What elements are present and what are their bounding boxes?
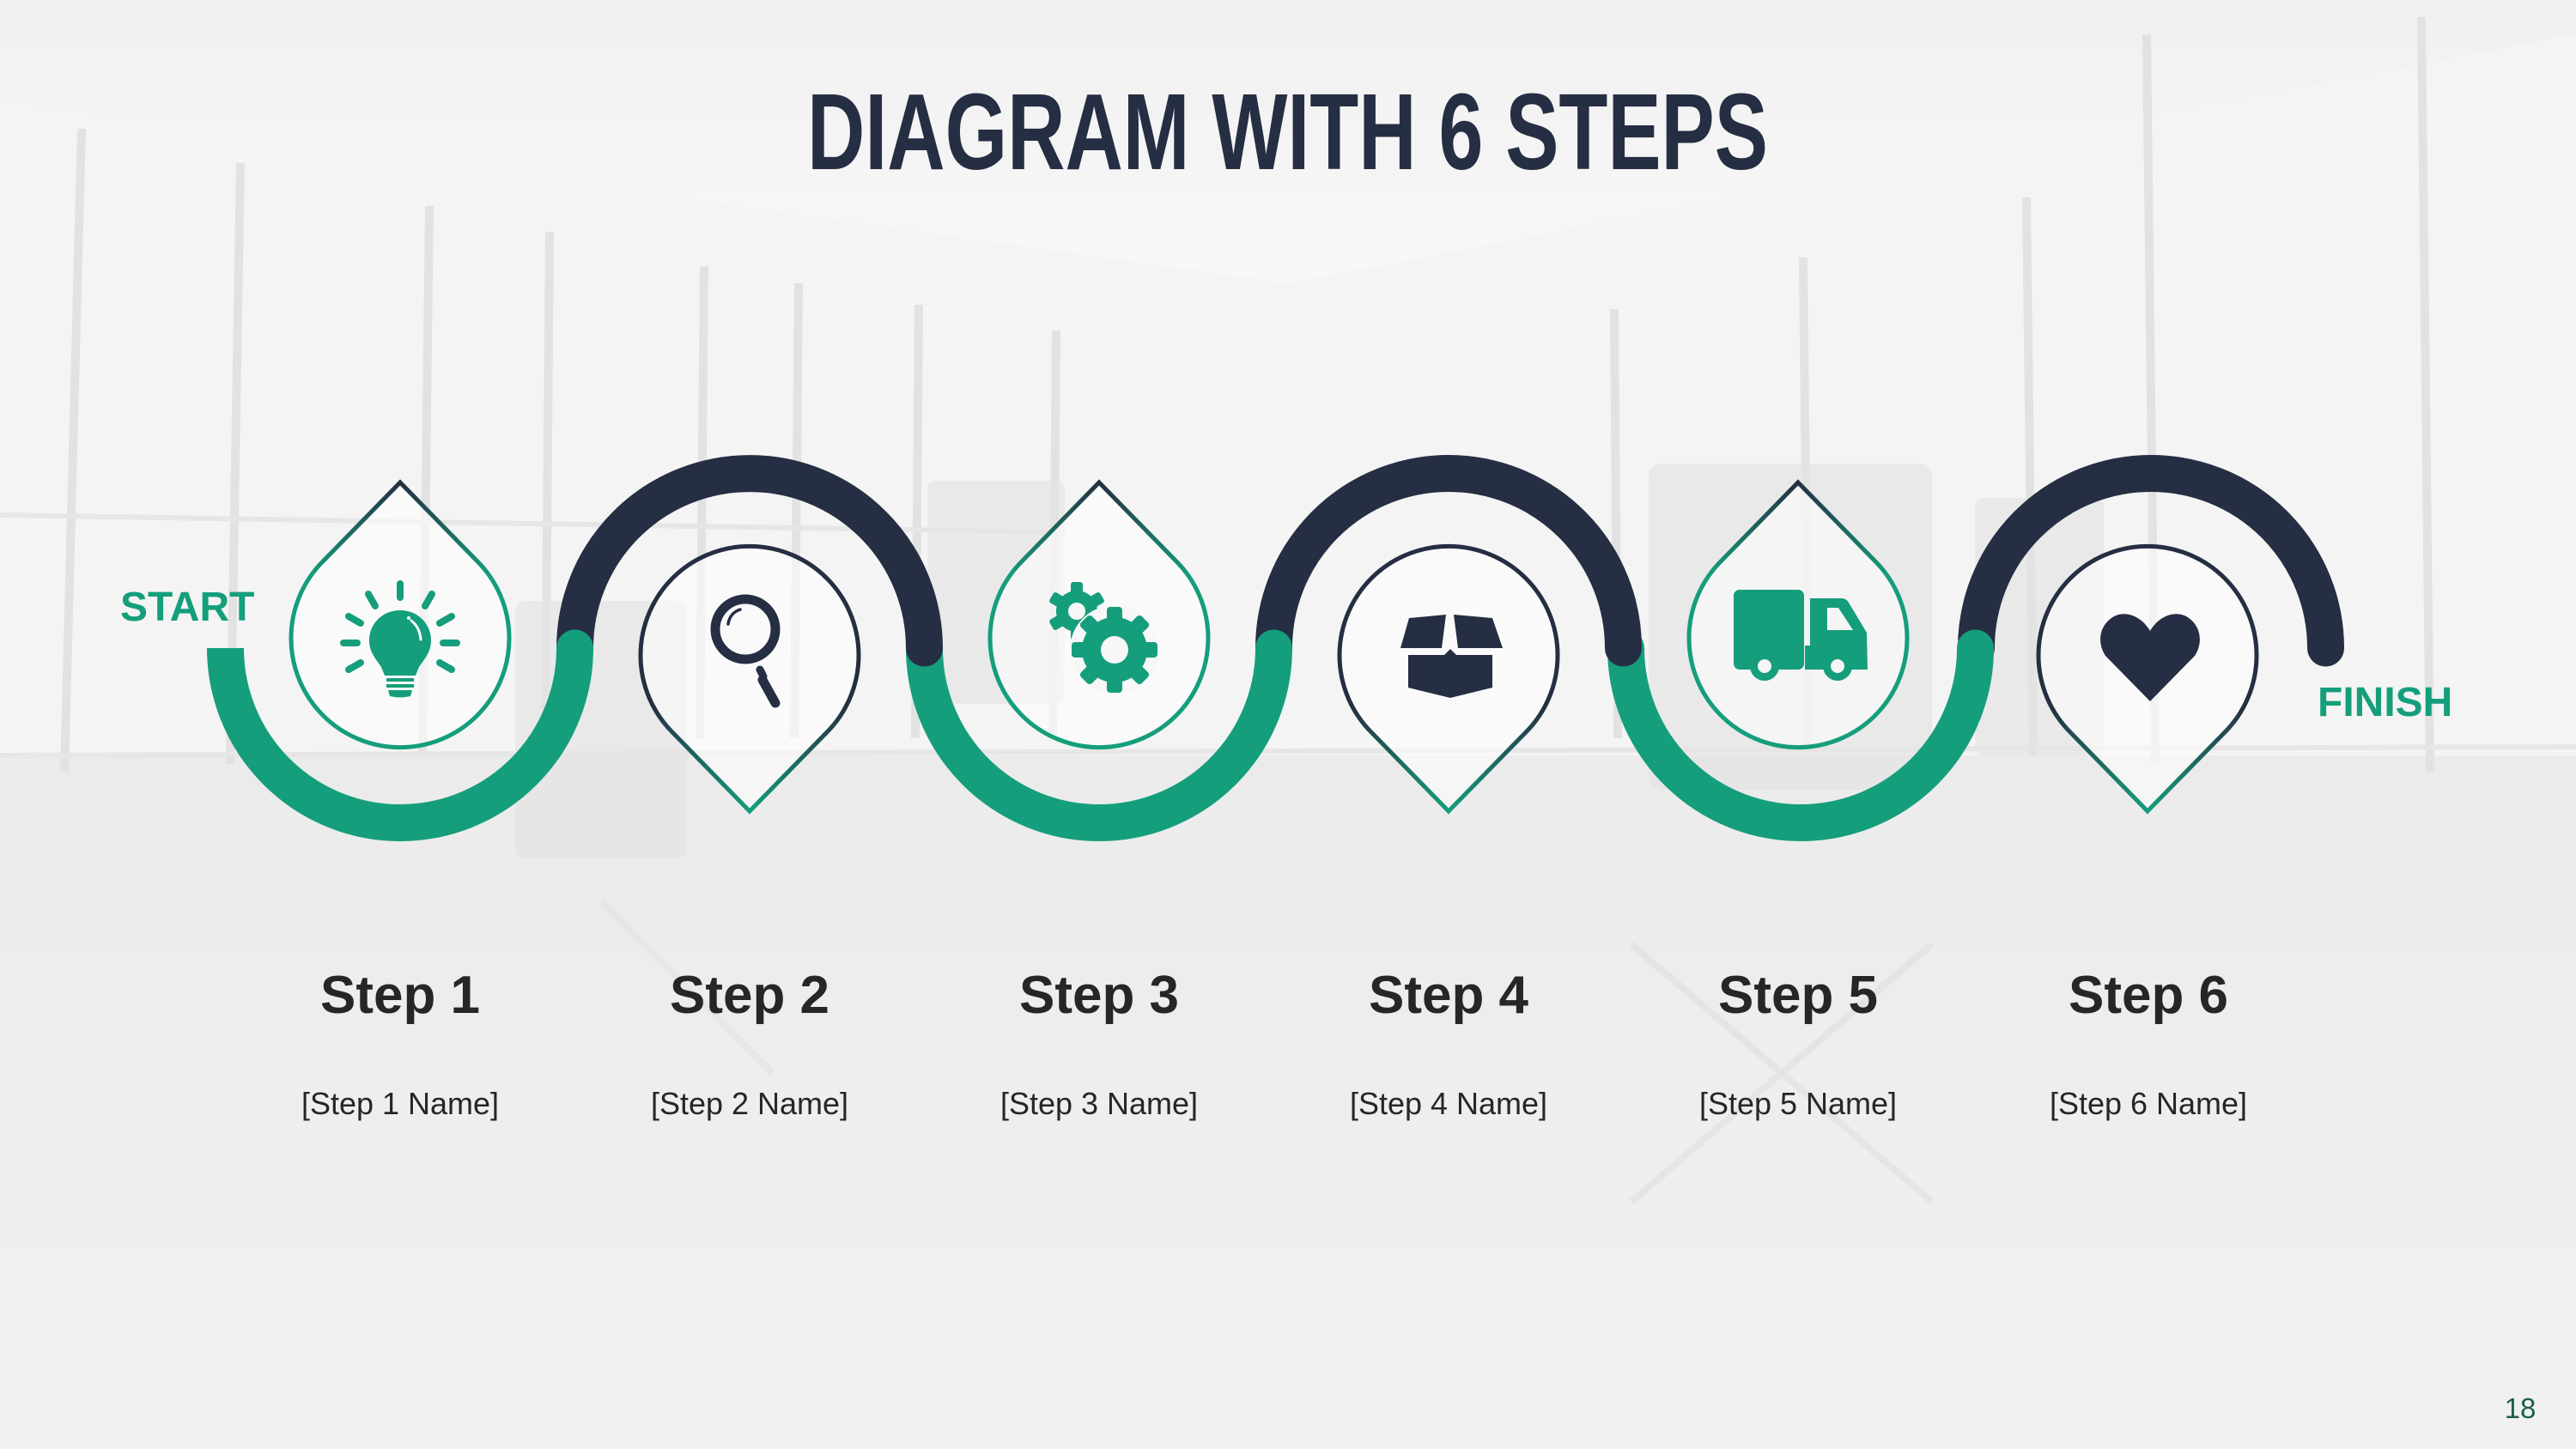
wave-bowl-5: [1607, 629, 1994, 841]
wave-hill-2: [556, 455, 943, 667]
step-name: [Step 3 Name]: [999, 1086, 1199, 1121]
step-name: [Step 1 Name]: [301, 1086, 500, 1121]
step-title: Step 1: [319, 966, 481, 1025]
slide-title: DIAGRAM WITH 6 STEPS: [807, 71, 1768, 192]
step-2-pin-marker: [638, 543, 861, 815]
step-name: [Step 5 Name]: [1698, 1086, 1898, 1121]
lightbulb-icon: [340, 580, 460, 698]
step-title: Step 6: [2068, 966, 2229, 1025]
step-name: [Step 4 Name]: [1349, 1086, 1548, 1121]
open-box-icon: [1400, 615, 1503, 698]
step-title: Step 5: [1717, 966, 1879, 1025]
step-title: Step 2: [669, 966, 830, 1025]
magnifier-icon: [710, 594, 781, 708]
step-name: [Step 6 Name]: [2049, 1086, 2248, 1121]
gears-icon: [1049, 582, 1159, 694]
finish-label: FINISH: [2318, 680, 2453, 725]
step-title: Step 4: [1368, 966, 1529, 1025]
heart-icon: [2100, 614, 2200, 701]
wave-bowl-1: [207, 647, 593, 841]
step-title: Step 3: [1018, 966, 1180, 1025]
wave-hill-4: [1255, 455, 1642, 667]
wave-hill-6: [1958, 455, 2344, 667]
start-label: START: [120, 585, 255, 630]
wave-bowl-3: [906, 629, 1292, 841]
truck-icon: [1734, 590, 1868, 681]
page-number: 18: [2504, 1392, 2537, 1424]
step-name: [Step 2 Name]: [650, 1086, 849, 1121]
